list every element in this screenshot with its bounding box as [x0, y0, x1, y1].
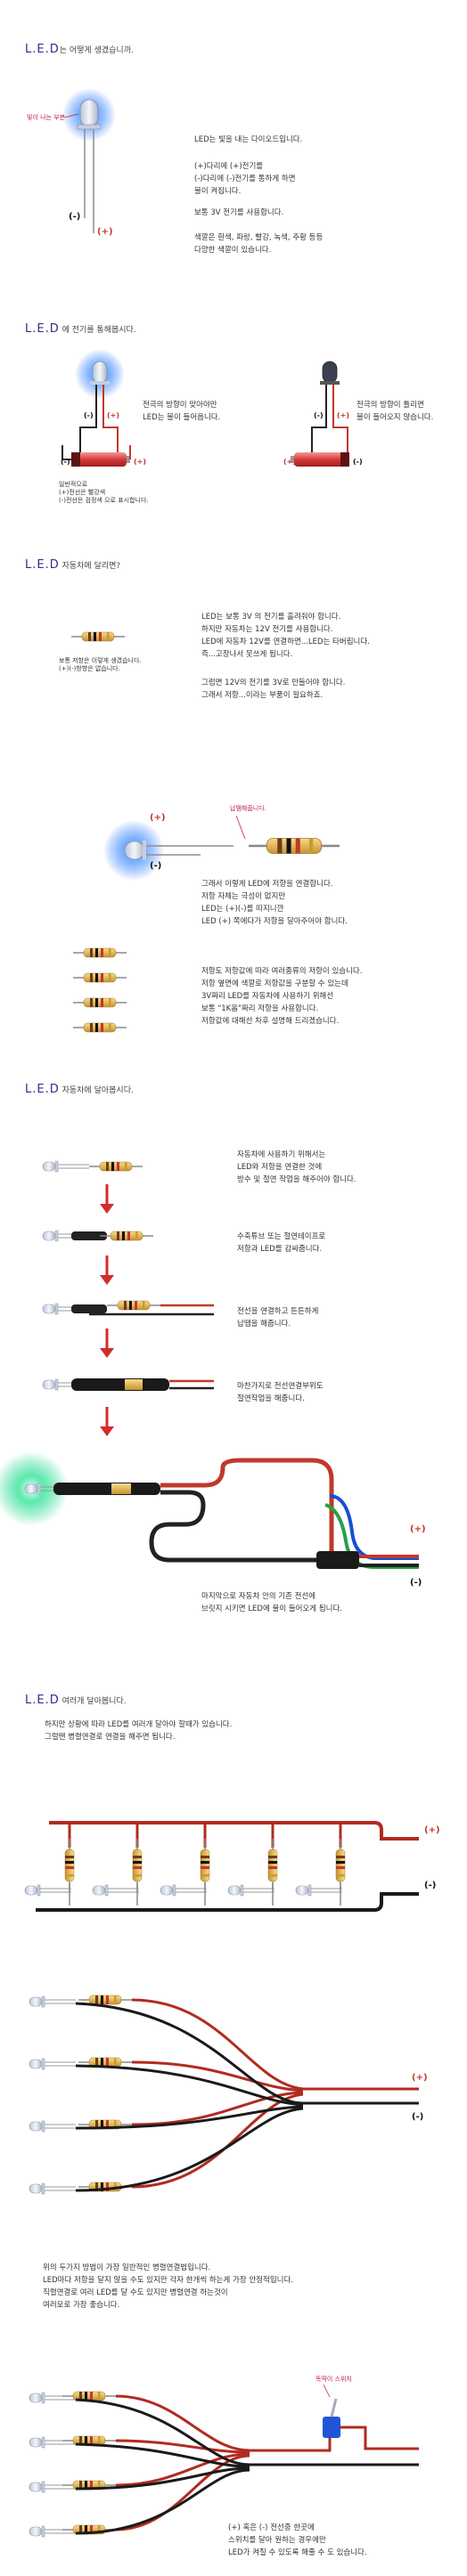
paragraph: 보통 3V 전기를 사용합니다. [194, 208, 284, 217]
s4-arrow3 [100, 1329, 114, 1358]
paragraph: (+)다리에 (+)전기를 (-)다리에 (-)전기를 통하게 하면 불이 켜집… [194, 162, 296, 196]
minus-label: (-) [424, 1881, 437, 1890]
callout-label: 납땜해줍니다. [230, 805, 266, 812]
paragraph: 저항도 저항값에 따라 여러종류의 저항이 있습니다. 저항 옆면에 색깔로 저… [201, 967, 363, 1026]
plus-label: (+) [107, 411, 120, 419]
plus-label: (+) [410, 1524, 426, 1534]
s2-circuit-off [291, 361, 349, 467]
paragraph: 색깔은 흰색, 파랑, 빨강, 녹색, 주황 등등 다양한 색깔이 있습니다. [194, 233, 324, 255]
s4-arrow1 [100, 1184, 114, 1214]
plus-label: (+) [337, 411, 350, 419]
paragraph: 마지막으로 자동차 안의 기존 전선에 브릿지 시키면 LED에 불이 들어오게… [201, 1592, 342, 1613]
section-heading: L.E.D 자동차에 달리면? [25, 558, 121, 572]
paragraph: 수축튜브 또는 절연테이프로 저항과 LED를 감싸줍니다. [237, 1232, 326, 1254]
minus-label: (-) [314, 411, 324, 419]
plus-label: (+) [134, 458, 147, 466]
s2-circuit-on [61, 349, 131, 467]
s4-step1 [42, 1160, 143, 1173]
s4-step3 [42, 1300, 214, 1316]
s5-parallel-ladder [24, 1821, 419, 1912]
plus-label: (+) [97, 227, 113, 237]
plus-label: (+) [424, 1825, 440, 1835]
minus-label: (-) [84, 411, 94, 419]
paragraph: LED는 보통 3V 의 전기를 흘려줘야 합니다. 하지만 자동차는 12V … [201, 613, 370, 659]
minus-label: (-) [412, 2112, 424, 2122]
plus-label: (+) [283, 458, 297, 466]
callout-label: 똑딱이 스위치 [315, 2376, 352, 2383]
paragraph: 자동차에 사용하기 위해서는 LED와 저항을 연결한 것에 방수 및 절연 작… [237, 1150, 356, 1184]
paragraph: 마찬가지로 전선연결부위도 절연작업을 해줍니다. [237, 1382, 324, 1403]
plus-label: (+) [412, 2073, 428, 2083]
paragraph: 그래서 이렇게 LED에 저항을 연결합니다. 저항 자체는 극성이 없지만 L… [201, 880, 348, 926]
paragraph: 전극의 방향이 맞아야만 LED는 불이 들어옵니다. [143, 401, 221, 422]
s4-arrow4 [100, 1407, 114, 1436]
paragraph: 위의 두가지 방법이 가장 일반적인 병렬연결법입니다. LED마다 저항을 달… [43, 2263, 293, 2310]
minus-label: (-) [150, 861, 162, 871]
s5-ladder-cell [24, 1823, 75, 1906]
note: 보통 저항은 이렇게 생겼습니다. (+)(-)방향은 없습니다. [59, 657, 142, 672]
minus-label: (-) [61, 458, 70, 466]
s5-switch-circuit [29, 2384, 419, 2538]
s1-led-figure [62, 88, 116, 233]
paragraph: 전선을 연결하고 튼튼하게 납땜을 해줍니다. [237, 1307, 319, 1329]
paragraph: 그럼면 12V의 전기를 3V로 만들어야 합니다. 그래서 저항...이라는 … [201, 679, 346, 700]
s3-resistor-sample [70, 631, 126, 642]
s3-resistor-set [72, 947, 127, 1033]
section-heading: L.E.D는 어떻게 생겼습니까. [25, 43, 134, 56]
plus-label: (+) [150, 813, 166, 823]
callout-label: 빛이 나는 부분 [27, 114, 66, 121]
minus-label: (-) [410, 1578, 422, 1588]
s5-parallel-fan [29, 1995, 419, 2195]
minus-label: (-) [69, 212, 81, 222]
section-heading: L.E.D 에 전기를 통해봅시다. [25, 322, 136, 336]
s4-install [0, 1451, 419, 1569]
paragraph: 하지만 상황에 따라 LED를 여러개 달아야 할때가 있습니다. 그럴땐 병렬… [45, 1720, 233, 1742]
s4-arrow2 [100, 1255, 114, 1285]
minus-label: (-) [353, 458, 363, 466]
section-heading: L.E.D 여러개 달아봅니다. [25, 1694, 127, 1707]
paragraph: (+) 혹은 (-) 전선중 한곳에 스위치를 달아 원하는 경우에만 LED가… [228, 2523, 367, 2557]
note: 일반적으로 (+)전선은 빨강색 (-)전선은 검정색 으로 표시합니다. [59, 481, 149, 504]
paragraph: 전극의 방향이 틀리면 불이 들어오지 않습니다. [356, 401, 434, 422]
s4-step2 [42, 1230, 154, 1242]
section-heading: L.E.D 자동차에 달아봅시다. [25, 1083, 134, 1096]
s4-step4 [42, 1378, 214, 1391]
toggle-switch [323, 2417, 340, 2438]
s3-led-with-resistor [103, 815, 341, 881]
paragraph: LED는 빛을 내는 다이오드입니다. [194, 135, 303, 144]
